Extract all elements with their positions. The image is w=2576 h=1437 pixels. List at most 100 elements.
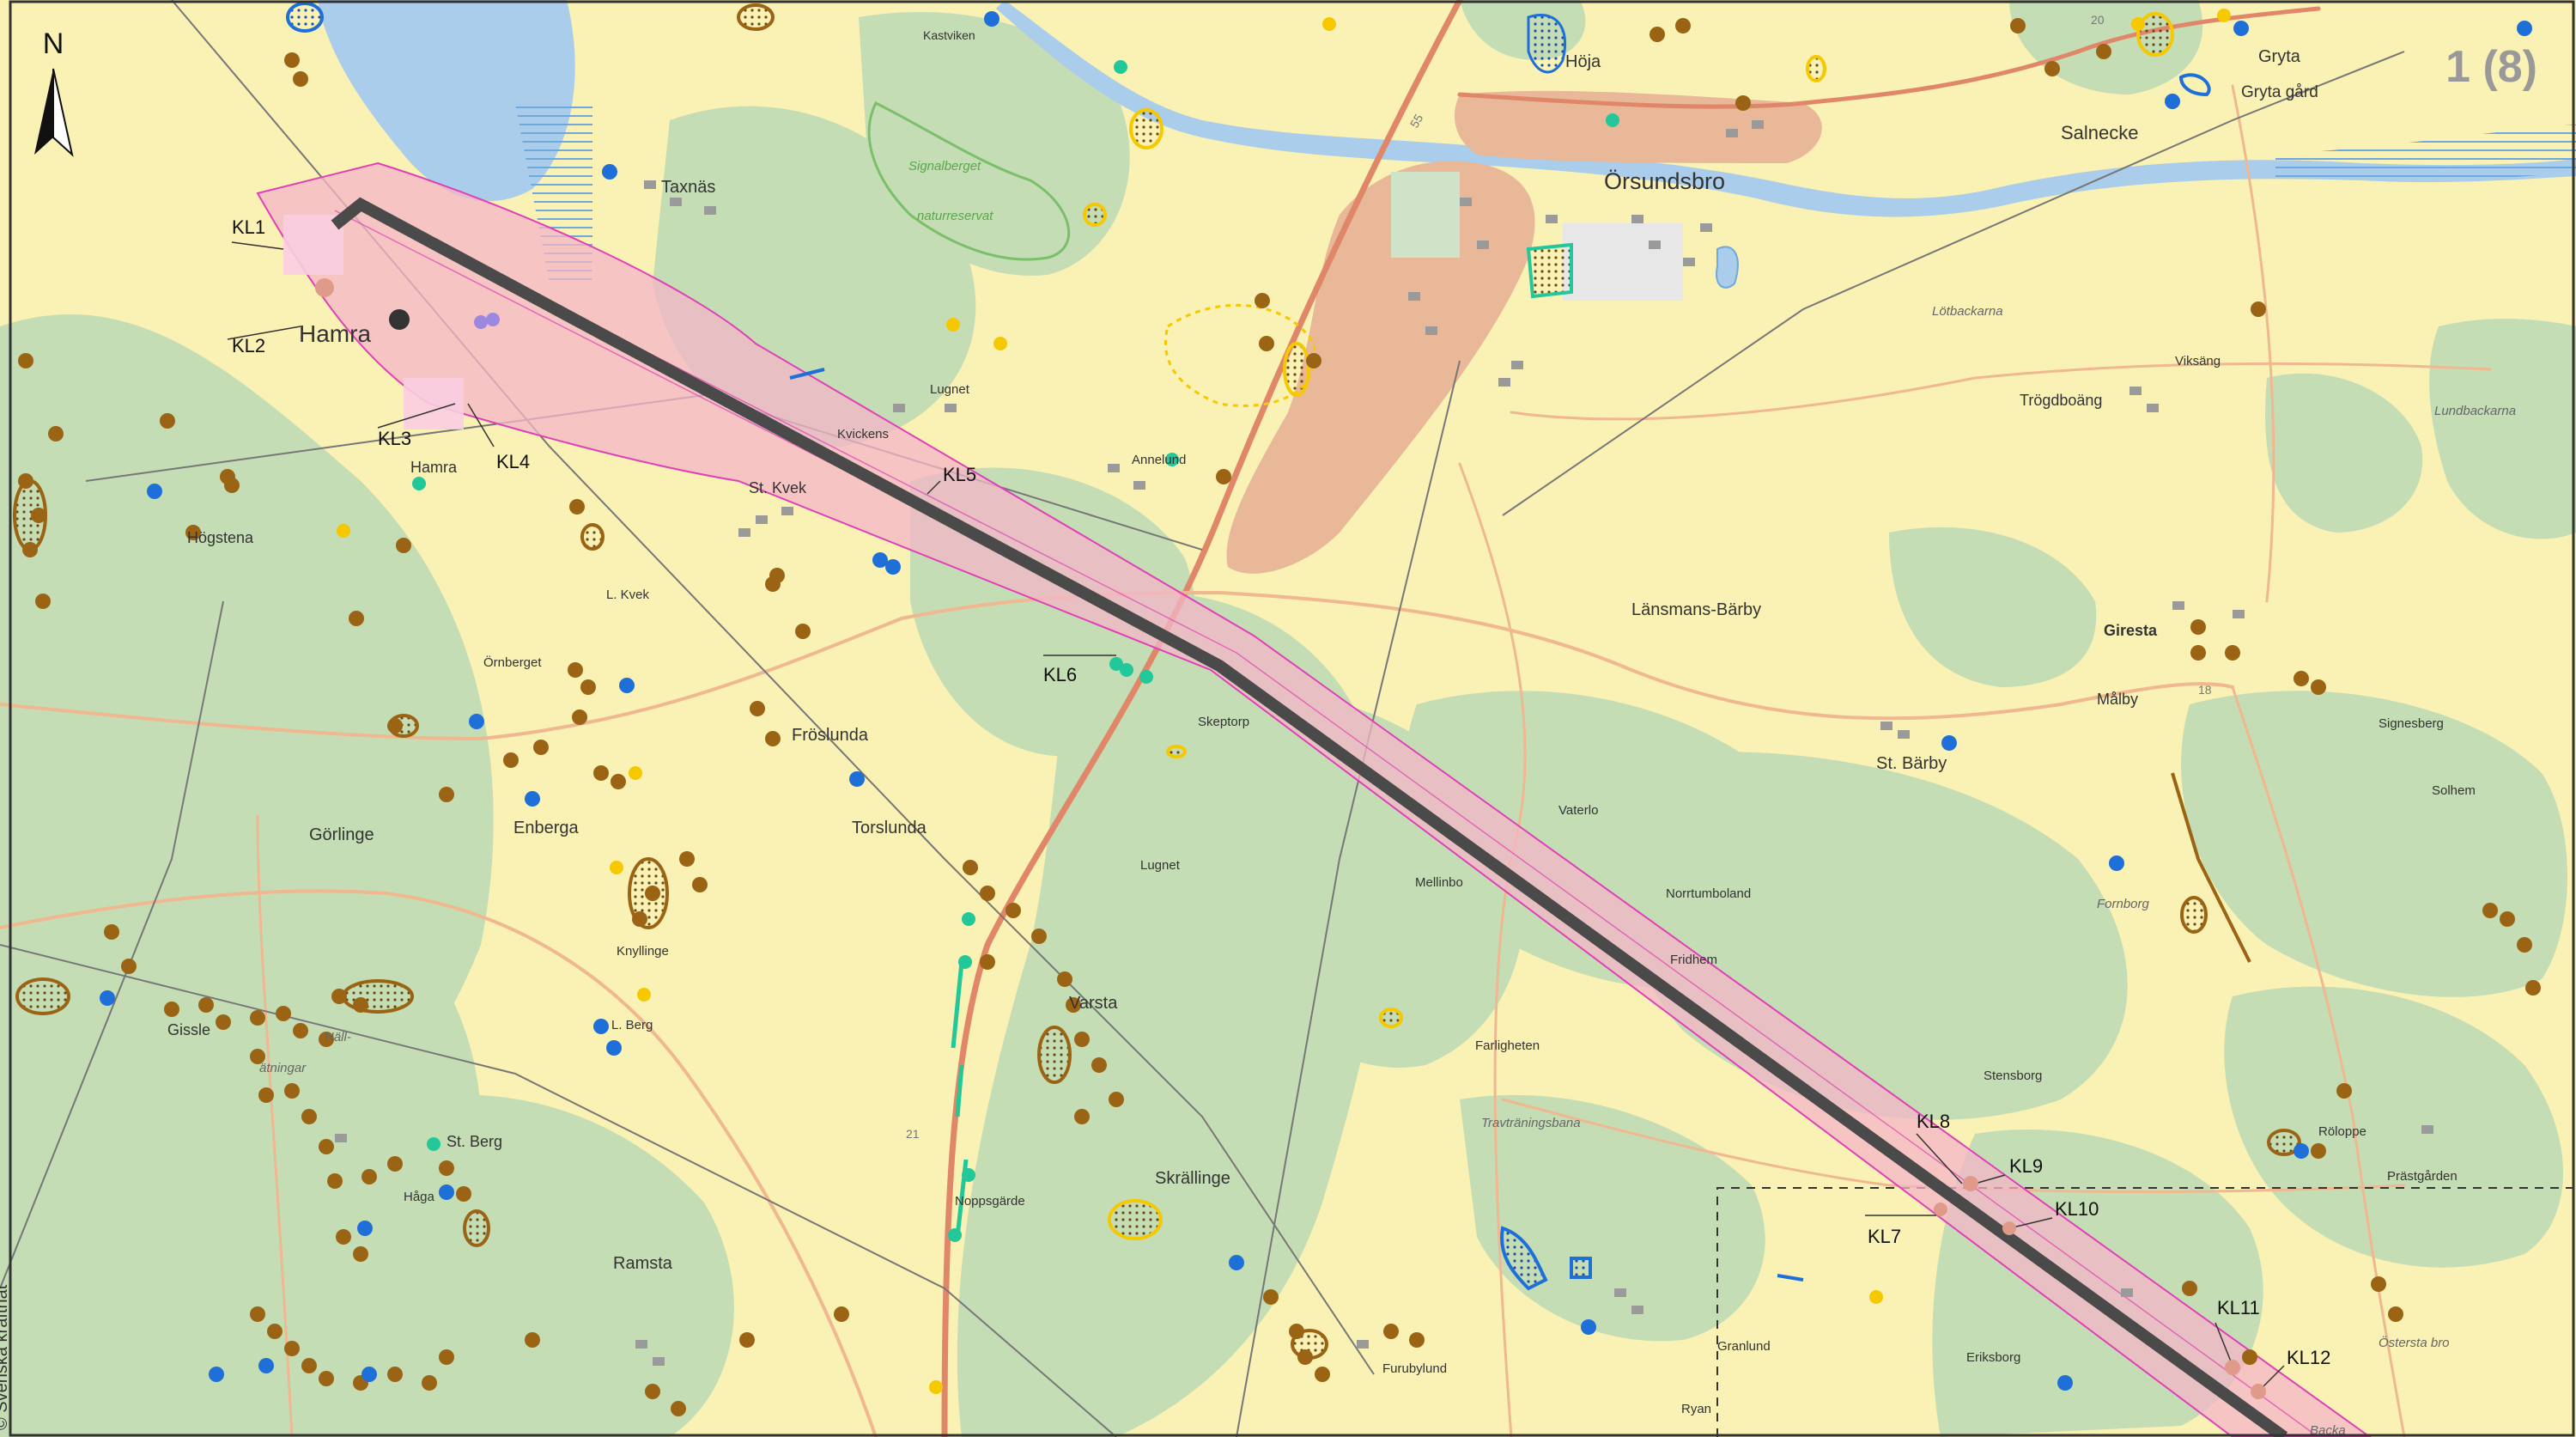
- ancient-monument-point[interactable]: [250, 1010, 265, 1026]
- teal-point[interactable]: [1606, 113, 1619, 127]
- label-kl2[interactable]: KL2: [232, 335, 265, 356]
- ancient-monument-point[interactable]: [2336, 1083, 2352, 1099]
- label-kl11[interactable]: KL11: [2217, 1297, 2260, 1318]
- teal-point[interactable]: [1120, 663, 1133, 677]
- ancient-monument-point[interactable]: [1057, 971, 1072, 987]
- ancient-monument-point[interactable]: [387, 718, 403, 734]
- teal-point[interactable]: [948, 1228, 962, 1242]
- ancient-monument-point[interactable]: [645, 1384, 660, 1399]
- ancient-monument-point[interactable]: [327, 1173, 343, 1189]
- ancient-monument-point[interactable]: [2371, 1276, 2386, 1292]
- blue-point[interactable]: [147, 484, 162, 499]
- ancient-monument-point[interactable]: [48, 426, 64, 441]
- ancient-monument-point[interactable]: [1315, 1367, 1330, 1382]
- blue-point[interactable]: [357, 1221, 373, 1236]
- blue-point[interactable]: [2057, 1375, 2073, 1391]
- label-kl8[interactable]: KL8: [1917, 1111, 1950, 1132]
- ancient-monument-point[interactable]: [2096, 44, 2111, 59]
- ancient-monument-point[interactable]: [1649, 27, 1665, 42]
- teal-point[interactable]: [1114, 60, 1127, 74]
- blue-point[interactable]: [984, 11, 999, 27]
- ancient-monument-point[interactable]: [980, 954, 995, 970]
- ancient-monument-point[interactable]: [22, 542, 38, 557]
- ancient-monument-point[interactable]: [568, 662, 583, 678]
- ancient-monument-point[interactable]: [439, 1160, 454, 1176]
- ancient-monument-point[interactable]: [1109, 1092, 1124, 1107]
- ancient-monument-point[interactable]: [795, 624, 811, 639]
- ancient-monument-point[interactable]: [301, 1109, 317, 1124]
- label-kl9[interactable]: KL9: [2009, 1155, 2043, 1177]
- ancient-monument-point[interactable]: [220, 469, 235, 484]
- ancient-monument-point[interactable]: [301, 1358, 317, 1373]
- ancient-monument-point[interactable]: [2190, 619, 2206, 635]
- ancient-monument-point[interactable]: [18, 353, 33, 368]
- ancient-monument-point[interactable]: [284, 52, 300, 68]
- ancient-monument-point[interactable]: [31, 508, 46, 523]
- yellow-point[interactable]: [2131, 17, 2145, 31]
- yellow-point[interactable]: [929, 1380, 943, 1394]
- label-kl6[interactable]: KL6: [1043, 664, 1077, 685]
- ancient-monument-point[interactable]: [336, 1229, 351, 1245]
- yellow-point[interactable]: [993, 337, 1007, 350]
- ancient-monument-point[interactable]: [1255, 293, 1270, 308]
- ancient-monument-point[interactable]: [1297, 1349, 1313, 1365]
- blue-point[interactable]: [1581, 1319, 1596, 1335]
- ancient-monument-point[interactable]: [1306, 353, 1321, 368]
- label-kl5[interactable]: KL5: [943, 464, 976, 485]
- blue-point[interactable]: [2517, 21, 2532, 36]
- teal-point[interactable]: [427, 1137, 440, 1151]
- ancient-monument-point[interactable]: [387, 1367, 403, 1382]
- blue-point[interactable]: [2109, 856, 2124, 871]
- blue-point[interactable]: [258, 1358, 274, 1373]
- ancient-monument-point[interactable]: [569, 499, 585, 515]
- ancient-monument-point[interactable]: [250, 1306, 265, 1322]
- ancient-monument-point[interactable]: [1263, 1289, 1279, 1305]
- ancient-monument-point[interactable]: [2311, 1143, 2326, 1159]
- blue-point[interactable]: [525, 791, 540, 807]
- ancient-monument-point[interactable]: [1074, 1032, 1090, 1047]
- ancient-monument-point[interactable]: [35, 594, 51, 609]
- yellow-point[interactable]: [629, 766, 642, 780]
- ancient-monument-point[interactable]: [319, 1139, 334, 1154]
- ancient-monument-point[interactable]: [2190, 645, 2206, 661]
- ancient-monument-point[interactable]: [503, 752, 519, 768]
- ancient-monument-point[interactable]: [284, 1083, 300, 1099]
- yellow-point[interactable]: [610, 861, 623, 874]
- ancient-monument-point[interactable]: [1074, 1109, 1090, 1124]
- label-kl12[interactable]: KL12: [2287, 1347, 2330, 1368]
- ancient-monument-point[interactable]: [387, 1156, 403, 1172]
- blue-point[interactable]: [469, 714, 484, 729]
- label-kl10[interactable]: KL10: [2055, 1198, 2099, 1220]
- ancient-monument-point[interactable]: [284, 1341, 300, 1356]
- ancient-monument-point[interactable]: [834, 1306, 849, 1322]
- ancient-monument-point[interactable]: [353, 1246, 368, 1262]
- ancient-monument-point[interactable]: [645, 886, 660, 901]
- ancient-monument-point[interactable]: [216, 1014, 231, 1030]
- blue-point[interactable]: [100, 990, 115, 1006]
- teal-point[interactable]: [962, 912, 975, 926]
- blue-point[interactable]: [439, 1184, 454, 1200]
- teal-point[interactable]: [1109, 657, 1123, 671]
- ancient-monument-point[interactable]: [2500, 911, 2515, 927]
- blue-point[interactable]: [606, 1040, 622, 1056]
- ancient-monument-point[interactable]: [250, 1049, 265, 1064]
- route-node-point[interactable]: [389, 309, 410, 330]
- ancient-monument-point[interactable]: [1409, 1332, 1425, 1348]
- ancient-monument-point[interactable]: [267, 1324, 283, 1339]
- yellow-point[interactable]: [946, 318, 960, 332]
- ancient-monument-point[interactable]: [361, 1169, 377, 1184]
- ancient-monument-point[interactable]: [1091, 1057, 1107, 1073]
- teal-point[interactable]: [958, 955, 972, 969]
- ancient-monument-point[interactable]: [349, 611, 364, 626]
- ancient-monument-point[interactable]: [293, 71, 308, 87]
- blue-point[interactable]: [619, 678, 635, 693]
- ancient-monument-point[interactable]: [1031, 929, 1047, 944]
- ancient-monument-point[interactable]: [456, 1186, 471, 1202]
- ancient-monument-point[interactable]: [533, 740, 549, 755]
- ancient-monument-point[interactable]: [739, 1332, 755, 1348]
- teal-point[interactable]: [962, 1168, 975, 1182]
- blue-point[interactable]: [1941, 735, 1957, 751]
- ancient-monument-point[interactable]: [593, 765, 609, 781]
- blue-point[interactable]: [2165, 94, 2180, 109]
- ancient-monument-point[interactable]: [765, 731, 781, 746]
